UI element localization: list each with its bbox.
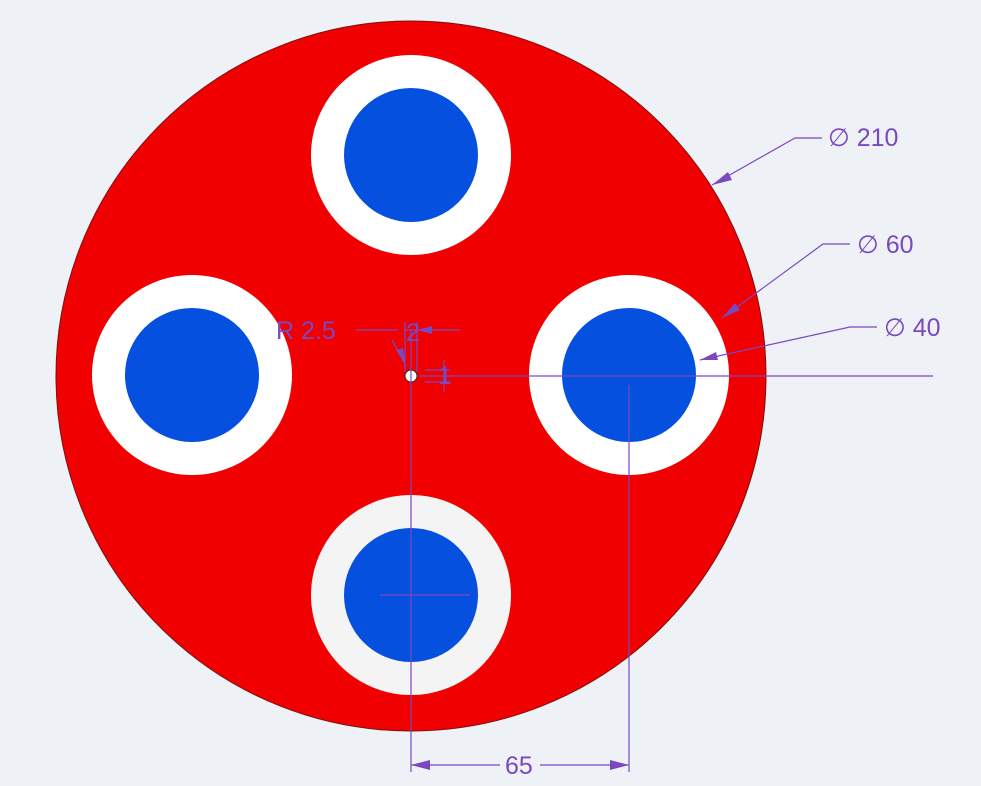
label-center-radius: R 2.5 xyxy=(276,317,336,345)
arrow-60 xyxy=(722,303,740,318)
label-outer-diameter: ∅ 210 xyxy=(828,124,898,152)
label-hole-diameter: ∅ 40 xyxy=(884,314,941,342)
label-small-height: 1 xyxy=(438,362,452,390)
dimension-arrows xyxy=(396,172,740,770)
arrow-r25 xyxy=(396,348,406,366)
hole-top-bore xyxy=(344,88,478,222)
label-ring-diameter: ∅ 60 xyxy=(857,231,914,259)
arrow-2-right xyxy=(417,326,432,334)
arrow-65-right xyxy=(610,760,629,770)
arrow-40 xyxy=(700,352,718,360)
hole-left-bore xyxy=(125,308,259,442)
hole-right[interactable] xyxy=(529,275,729,475)
hole-top[interactable] xyxy=(311,55,511,255)
hole-right-bore xyxy=(562,308,696,442)
arrow-65-left xyxy=(411,760,430,770)
hole-left[interactable] xyxy=(92,275,292,475)
label-offset: 65 xyxy=(505,752,533,780)
label-small-width: 2 xyxy=(406,319,420,347)
arrow-210 xyxy=(712,172,732,185)
